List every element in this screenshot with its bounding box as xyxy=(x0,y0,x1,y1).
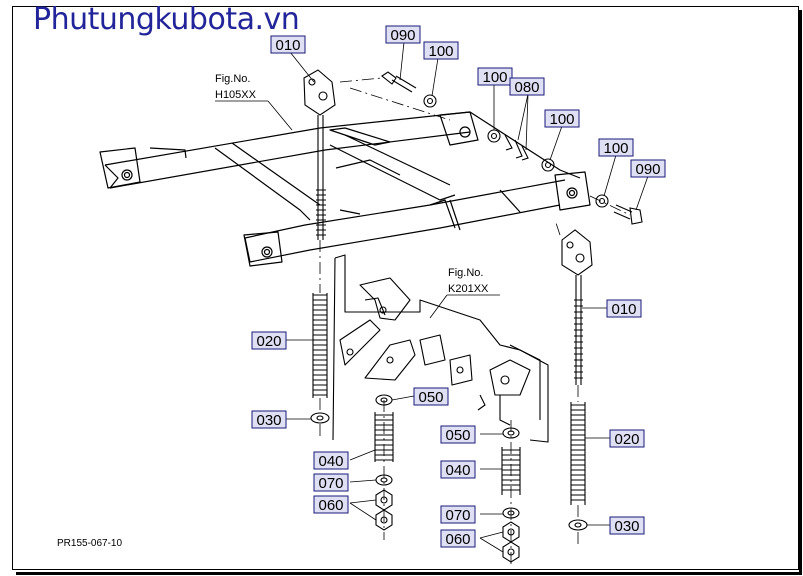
figref-h105-line2: H105XX xyxy=(215,89,257,101)
spring-stack-left xyxy=(374,394,394,540)
part-label-text: 070 xyxy=(445,507,470,524)
part-label-p060a: 060 xyxy=(313,495,349,514)
part-label-box xyxy=(251,410,287,429)
part-label-p030b: 030 xyxy=(609,516,645,535)
part-label-text: 100 xyxy=(603,140,628,157)
figure-code: PR155-067-10 xyxy=(57,538,123,549)
part-label-text: 030 xyxy=(256,412,281,429)
part-label-box xyxy=(606,299,642,318)
part-label-p020a: 020 xyxy=(251,331,287,350)
part-label-p100c: 100 xyxy=(544,109,580,128)
part-label-box xyxy=(440,529,476,548)
part-label-box xyxy=(251,331,287,350)
part-label-p030a: 030 xyxy=(251,410,287,429)
part-label-text: 090 xyxy=(635,161,660,178)
part-label-box xyxy=(385,25,421,44)
part-label-p090b: 090 xyxy=(630,159,666,178)
part-label-box xyxy=(440,505,476,524)
part-label-text: 010 xyxy=(611,301,636,318)
spring-stack-right xyxy=(501,420,521,565)
part-label-p010b: 010 xyxy=(606,299,642,318)
part-label-text: 100 xyxy=(549,111,574,128)
part-label-p090a: 090 xyxy=(385,25,421,44)
part-label-box xyxy=(544,109,580,128)
diagram-frame xyxy=(12,6,799,570)
part-label-box xyxy=(270,35,306,54)
dash-line-right xyxy=(554,219,579,548)
part-label-p050b: 050 xyxy=(440,425,476,444)
part-label-text: 040 xyxy=(445,462,470,479)
part-label-text: 060 xyxy=(318,497,343,514)
figref-k201: Fig.No. K201XX xyxy=(429,267,500,319)
part-label-text: 100 xyxy=(482,69,507,86)
part-labels: 010 090 100 100 080 100 100 090 010 020 030 050 040 0… xyxy=(251,25,666,548)
part-label-p100d: 100 xyxy=(598,138,634,157)
part-label-text: 070 xyxy=(318,475,343,492)
watermark-text: Phutungkubota.vn xyxy=(33,2,300,37)
part-label-box xyxy=(440,460,476,479)
part-callouts xyxy=(286,41,649,553)
part-label-box xyxy=(313,473,349,492)
part-label-p020b: 020 xyxy=(609,429,645,448)
part-label-box xyxy=(609,429,645,448)
mounting-bracket-plate xyxy=(332,254,549,443)
part-label-box xyxy=(477,67,513,86)
part-label-text: 090 xyxy=(390,27,415,44)
part-label-text: 030 xyxy=(614,518,639,535)
part-label-box xyxy=(609,516,645,535)
part-label-box xyxy=(313,451,349,470)
frame-shadow xyxy=(16,10,802,575)
part-label-text: 010 xyxy=(275,37,300,54)
lift-rod-right xyxy=(561,229,593,531)
part-label-text: 060 xyxy=(445,531,470,548)
figref-h105: Fig.No. H105XX xyxy=(215,73,293,131)
dash-lines-top xyxy=(339,77,631,216)
part-label-p040b: 040 xyxy=(440,460,476,479)
figref-h105-line1: Fig.No. xyxy=(215,73,250,85)
part-label-box xyxy=(598,138,634,157)
part-label-text: 050 xyxy=(418,389,443,406)
part-label-p070a: 070 xyxy=(313,473,349,492)
part-label-box xyxy=(313,495,349,514)
part-label-box xyxy=(630,159,666,178)
part-label-box xyxy=(413,387,449,406)
part-label-p070b: 070 xyxy=(440,505,476,524)
figref-k201-line1: Fig.No. xyxy=(448,267,483,279)
part-label-text: 040 xyxy=(318,453,343,470)
part-label-p080: 080 xyxy=(509,77,545,96)
lift-arm-frame xyxy=(99,111,591,267)
part-label-p010a: 010 xyxy=(270,35,306,54)
part-label-p060b: 060 xyxy=(440,529,476,548)
part-label-p050a: 050 xyxy=(413,387,449,406)
part-label-box xyxy=(509,77,545,96)
part-label-box xyxy=(423,41,459,60)
part-label-p100a: 100 xyxy=(423,41,459,60)
part-label-text: 100 xyxy=(428,43,453,60)
part-label-p100b: 100 xyxy=(477,67,513,86)
figref-k201-line2: K201XX xyxy=(448,283,489,295)
part-label-text: 020 xyxy=(256,333,281,350)
part-label-box xyxy=(440,425,476,444)
part-label-text: 020 xyxy=(614,431,639,448)
part-label-p040a: 040 xyxy=(313,451,349,470)
part-label-text: 080 xyxy=(514,79,539,96)
part-label-text: 050 xyxy=(445,427,470,444)
